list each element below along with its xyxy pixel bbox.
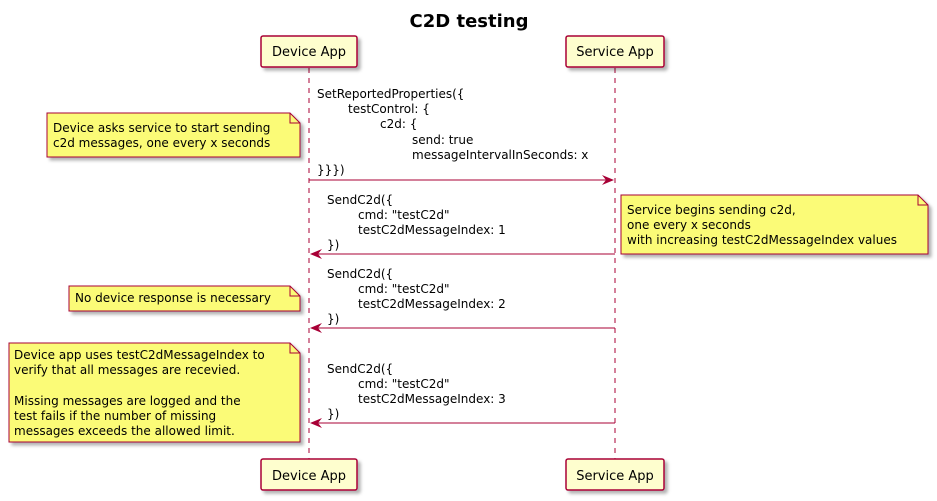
participant-device-bottom: Device App (260, 458, 358, 491)
note-line: with increasing testC2dMessageIndex valu… (627, 233, 897, 247)
message-line: testControl: { (348, 102, 430, 116)
note-device-verify: Device app uses testC2dMessageIndex to v… (8, 342, 301, 443)
message-set-reported-properties: SetReportedProperties({ testControl: { c… (309, 87, 614, 185)
participant-service-label: Service App (576, 45, 654, 60)
note-line: c2d messages, one every x seconds (53, 136, 270, 150)
arrowhead-left-icon (310, 418, 322, 428)
note-line: verify that all messages are recevied. (14, 363, 240, 377)
message-line: SendC2d({ (327, 193, 393, 207)
participant-device-label: Device App (272, 469, 346, 484)
note-line: Missing messages are logged and the (14, 394, 241, 408)
message-sendc2d-2: SendC2d({ cmd: "testC2d" testC2dMessageI… (310, 267, 615, 333)
message-line: cmd: "testC2d" (358, 282, 449, 296)
participant-service-label: Service App (576, 469, 654, 484)
note-line: Service begins sending c2d, (627, 203, 796, 217)
note-line: test fails if the number of missing (14, 409, 216, 423)
message-line: }) (327, 238, 339, 252)
message-line: }}}) (317, 163, 345, 177)
diagram-title: C2D testing (410, 11, 529, 32)
arrowhead-left-icon (310, 249, 322, 259)
message-line: }) (327, 407, 339, 421)
note-line: one every x seconds (627, 218, 751, 232)
arrowhead-right-icon (602, 175, 614, 185)
message-line: cmd: "testC2d" (358, 208, 449, 222)
message-line: SendC2d({ (327, 267, 393, 281)
message-line: testC2dMessageIndex: 1 (358, 223, 506, 237)
message-line: SendC2d({ (327, 362, 393, 376)
message-line: }) (327, 312, 339, 326)
message-line: testC2dMessageIndex: 3 (358, 392, 506, 406)
note-line: Device app uses testC2dMessageIndex to (14, 348, 265, 362)
participant-device-label: Device App (272, 45, 346, 60)
message-line: messageIntervalInSeconds: x (412, 148, 588, 162)
note-device-start: Device asks service to start sending c2d… (46, 112, 301, 158)
message-sendc2d-1: SendC2d({ cmd: "testC2d" testC2dMessageI… (310, 193, 615, 259)
participant-device-top: Device App (260, 35, 358, 68)
message-line: c2d: { (380, 117, 417, 131)
arrowhead-left-icon (310, 323, 322, 333)
participant-service-top: Service App (565, 35, 665, 68)
message-line: testC2dMessageIndex: 2 (358, 297, 506, 311)
note-no-response: No device response is necessary (68, 285, 301, 312)
message-line: cmd: "testC2d" (358, 377, 449, 391)
message-sendc2d-3: SendC2d({ cmd: "testC2d" testC2dMessageI… (310, 362, 615, 428)
participant-service-bottom: Service App (565, 458, 665, 491)
message-line: send: true (412, 133, 473, 147)
note-line: messages exceeds the allowed limit. (14, 424, 235, 438)
note-line: No device response is necessary (75, 291, 271, 305)
note-service-begins: Service begins sending c2d, one every x … (620, 194, 929, 255)
message-line: SetReportedProperties({ (317, 87, 464, 101)
note-line: Device asks service to start sending (53, 121, 270, 135)
